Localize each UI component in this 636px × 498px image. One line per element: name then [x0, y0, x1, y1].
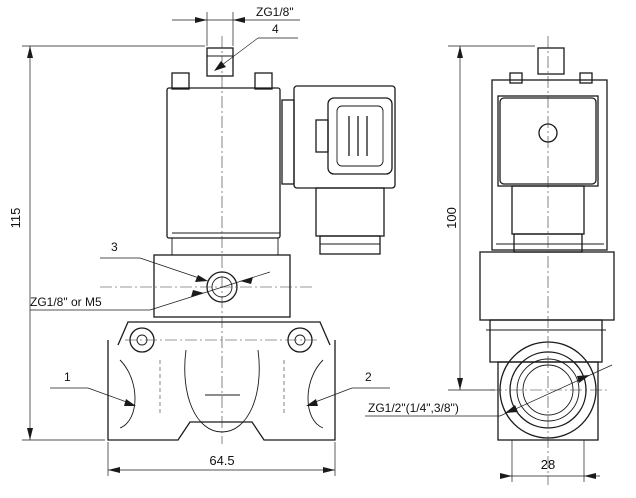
callout-2-leader [306, 387, 390, 406]
height-label-100: 100 [444, 207, 459, 229]
height-dimension-100 [448, 45, 535, 391]
side-lower-body [486, 319, 606, 441]
side-top-fitting [537, 47, 565, 75]
height-label-115: 115 [8, 208, 23, 229]
port-size-label: ZG1/2"(1/4",3/8") [368, 401, 459, 415]
side-view: 100 28 ZG1/2"(1/4",3/8") [365, 36, 615, 485]
width-label-64-5: 64.5 [209, 453, 234, 468]
top-port-dimension [172, 12, 300, 46]
side-coil-housing [491, 72, 608, 253]
height-dimension-115 [22, 45, 205, 441]
valve-body [107, 340, 336, 441]
width-label-28: 28 [541, 457, 555, 472]
pilot-port-label: ZG1/8" or M5 [30, 295, 102, 309]
electrical-connector [281, 85, 396, 255]
top-port-label: ZG1/8" [256, 5, 294, 19]
width-dimension-64-5 [107, 442, 336, 476]
callout-4-leader [214, 37, 298, 71]
callout-2: 2 [365, 370, 372, 384]
callout-1: 1 [64, 370, 71, 384]
coil-housing [166, 72, 281, 255]
callout-4: 4 [272, 22, 279, 36]
side-pilot-block [479, 251, 615, 321]
top-fitting [206, 47, 234, 77]
width-dimension-28 [500, 440, 600, 482]
callout-1-leader [50, 387, 136, 406]
pilot-port-leader [30, 271, 271, 311]
callout-3: 3 [111, 240, 118, 254]
port-size-leader [365, 364, 613, 417]
callout-3-leader [100, 257, 208, 282]
flange [117, 321, 331, 353]
front-view: 115 64.5 ZG1/8" 4 [8, 5, 396, 476]
pilot-block [100, 254, 315, 318]
